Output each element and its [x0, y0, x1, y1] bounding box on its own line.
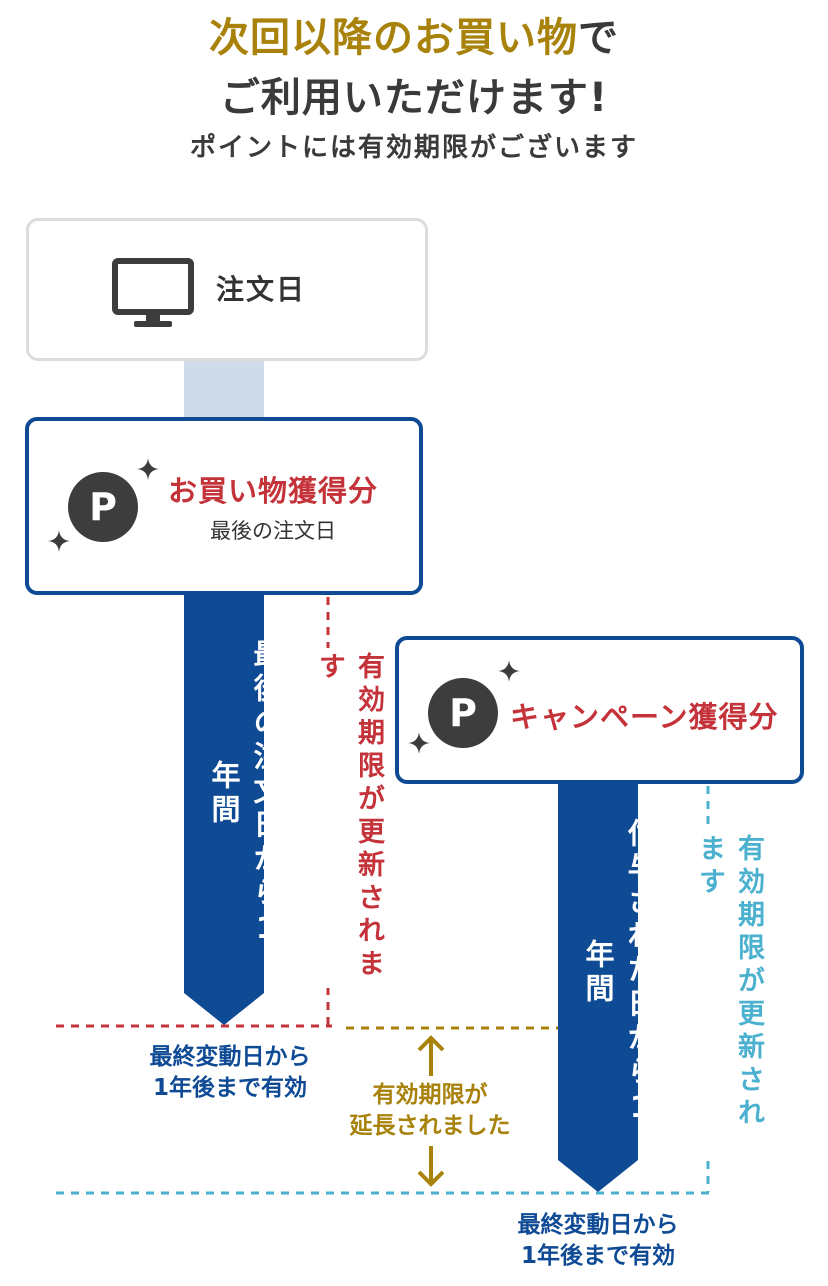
purchase-renew-mask	[308, 648, 348, 988]
campaign-renew-mask	[688, 830, 728, 1156]
sparkle-icon	[408, 732, 430, 754]
campaign-result-line2: 1年後まで有効	[520, 1243, 675, 1269]
campaign-result-note: 最終変動日から 1年後まで有効	[478, 1210, 718, 1272]
monitor-icon	[112, 258, 194, 327]
order-date-label: 注文日	[216, 273, 307, 306]
campaign-expiry-line	[56, 1191, 714, 1195]
connector-bar	[184, 361, 264, 421]
points-badge-icon: P	[428, 678, 498, 748]
page-subtitle: ポイントには有効期限がございます	[189, 133, 638, 163]
points-badge-icon: P	[68, 472, 138, 542]
purchase-renew-text: 有効期限が更新されます	[314, 652, 384, 982]
purchase-card-title: お買い物獲得分	[168, 474, 379, 508]
title-highlight: 次回以降のお買い物	[209, 15, 578, 61]
arrow-up-icon	[417, 1035, 445, 1076]
purchase-card-subtitle: 最後の注文日	[210, 519, 336, 543]
purchase-result-note: 最終変動日から 1年後まで有効	[110, 1042, 350, 1104]
purchase-period-arrow	[184, 595, 264, 1025]
page-title-line1: 次回以降のお買い物で	[0, 12, 828, 64]
arrow-down-icon	[417, 1146, 445, 1187]
page-title-line2: ご利用いただけます!	[219, 75, 609, 121]
purchase-expiry-line	[56, 1024, 332, 1028]
extension-start-line	[346, 1026, 560, 1030]
purchase-result-line1: 最終変動日から	[149, 1044, 311, 1070]
campaign-period-arrow	[558, 784, 638, 1192]
purchase-period-label: 最後の注文日から1年間	[207, 638, 283, 950]
sparkle-icon	[48, 530, 70, 552]
order-date-box	[26, 218, 428, 361]
extension-line1: 有効期限が	[372, 1082, 488, 1108]
extension-note: 有効期限が 延長されました	[330, 1080, 530, 1142]
campaign-period-label: 付与された日から1年間	[581, 817, 657, 1129]
campaign-card-title: キャンペーン獲得分	[510, 700, 779, 734]
extension-line2: 延長されました	[349, 1113, 511, 1139]
campaign-renew-text: 有効期限が更新されます	[694, 834, 764, 1131]
purchase-result-line2: 1年後まで有効	[152, 1075, 307, 1101]
sparkle-icon	[498, 660, 520, 682]
sparkle-icon	[137, 458, 159, 480]
title-suffix: で	[578, 15, 619, 61]
campaign-result-line1: 最終変動日から	[517, 1212, 679, 1238]
